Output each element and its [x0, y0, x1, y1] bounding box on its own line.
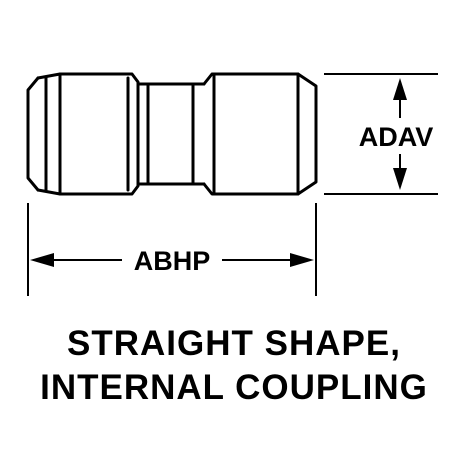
- arrowhead-left: [30, 253, 54, 267]
- width-dimension-label: ABHP: [134, 246, 211, 276]
- height-dimension-label: ADAV: [359, 122, 434, 152]
- caption-line-1: STRAIGHT SHAPE,: [67, 324, 401, 363]
- width-dimension: ABHP: [30, 246, 314, 276]
- arrowhead-down: [393, 168, 407, 190]
- height-dimension: ADAV: [359, 78, 434, 190]
- center-tube: [136, 82, 206, 186]
- caption-line-2: INTERNAL COUPLING: [40, 368, 428, 407]
- right-coupling-body: [202, 72, 318, 196]
- arrowhead-right: [290, 253, 314, 267]
- arrowhead-up: [393, 78, 407, 100]
- extension-lines: [27, 73, 438, 296]
- left-coupling-body: [26, 72, 140, 196]
